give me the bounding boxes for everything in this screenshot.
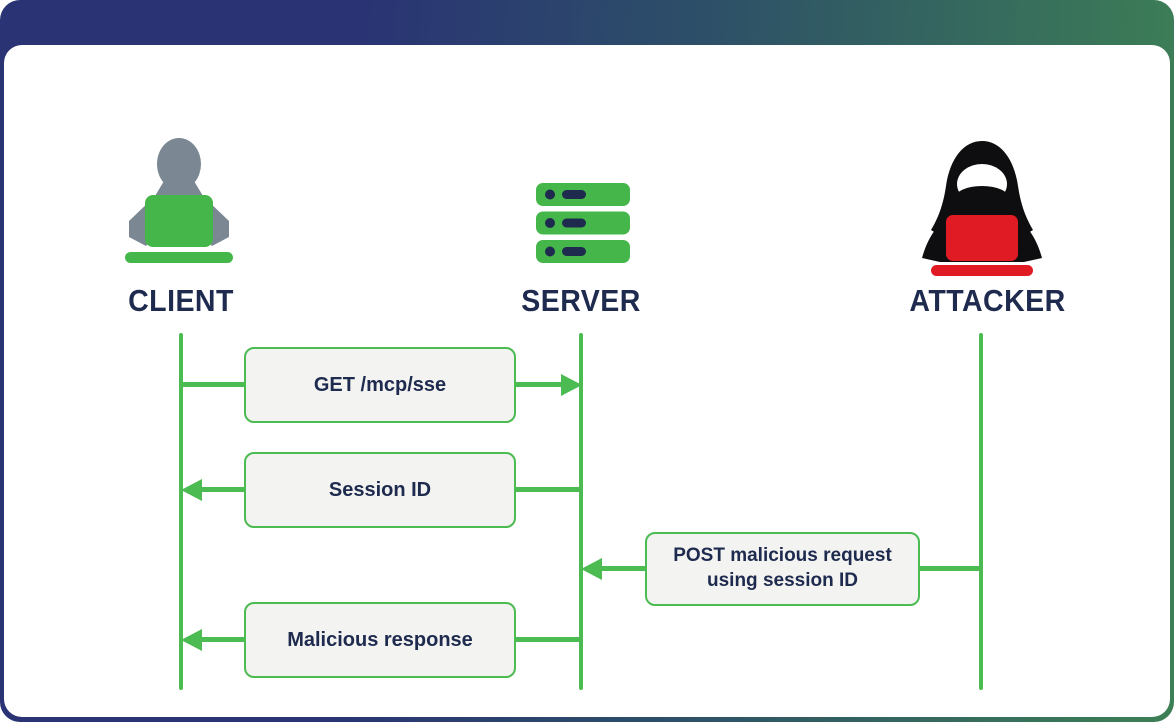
lifeline-server [579,333,583,690]
message-box-post-malicious-request: POST malicious request using session ID [645,532,920,606]
attacker-hacker-icon [922,141,1042,276]
arrow-line [514,382,563,387]
actor-label-server: SERVER [521,283,641,318]
diagram-canvas: CLIENT SERVER ATTACKER [4,45,1170,717]
lifeline-client [179,333,183,690]
arrow-line [600,566,648,571]
server-rack-icon [536,183,630,263]
arrow-line [514,487,581,492]
message-box-malicious-response: Malicious response [244,602,516,678]
message-box-session-id: Session ID [244,452,516,528]
arrowhead-right-icon [561,374,582,396]
actor-label-attacker: ATTACKER [909,283,1066,318]
arrowhead-left-icon [181,479,202,501]
arrowhead-left-icon [181,629,202,651]
client-person-laptop-icon [125,138,233,263]
arrowhead-left-icon [581,558,602,580]
arrow-line [200,637,247,642]
lifeline-attacker [979,333,983,690]
actor-label-client: CLIENT [128,283,234,318]
arrow-line [918,566,981,571]
arrow-line [514,637,581,642]
message-box-get-mcp-sse: GET /mcp/sse [244,347,516,423]
arrow-line [200,487,247,492]
arrow-line [181,382,247,387]
